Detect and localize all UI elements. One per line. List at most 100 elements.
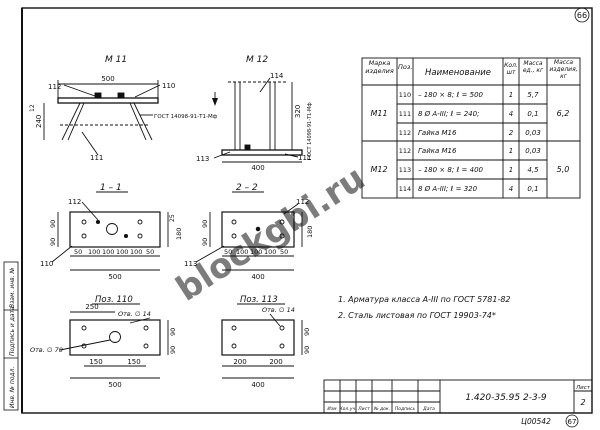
tb-header-kol: Кол.уч.	[339, 406, 356, 412]
tb-header-izm: Изм	[327, 406, 337, 412]
margin-label-1: Инв. № подл.	[9, 367, 16, 408]
spec-header-mass-fo: Масса ед., кг	[523, 60, 543, 74]
sec11-dim-h-1: 50	[74, 248, 82, 256]
spec-row-mass: 4,5	[527, 166, 539, 174]
tb-header-list: Лист	[357, 406, 370, 412]
notes: 1. Арматура класса А-III по ГОСТ 5781-82…	[338, 295, 511, 320]
tb-header-sign: Подпись	[395, 406, 416, 412]
sec11-dim-left-2: 90	[49, 238, 57, 246]
spec-row-pos: 111	[399, 110, 411, 118]
pos110-title: Поз. 110	[95, 295, 133, 305]
m11-dim-width: 500	[101, 75, 114, 83]
pos110-note-hole-70: Отв. ∅ 70	[30, 346, 63, 354]
spec-table	[361, 57, 581, 199]
view-m11-title: М 11	[105, 55, 127, 65]
sec11-callout-110: 110	[40, 260, 53, 268]
m12-callout-111: 111	[298, 154, 311, 162]
pos113-dim-bottom-2: 200	[269, 358, 282, 366]
pos113-dim-right-2: 90	[303, 346, 311, 354]
pos110-dim-total: 500	[108, 381, 121, 389]
spec-row-name: – 180 × 8; ℓ = 400	[418, 166, 484, 174]
pos110-dim-bottom-1: 150	[89, 358, 102, 366]
sec11-dim-right-2: 180	[175, 228, 183, 240]
section-1-1-title: 1 – 1	[100, 183, 122, 193]
spec-header-name: Наименование	[425, 68, 491, 78]
m11-callout-110: 110	[162, 82, 175, 90]
note-2: 2. Сталь листовая по ГОСТ 19903-74*	[338, 311, 496, 320]
tb-header-date: Дата	[422, 406, 435, 412]
m11-callout-111: 111	[90, 154, 103, 162]
spec-row-mass: 0,1	[527, 110, 538, 118]
spec-header-qty-fo: Кол. шт	[504, 62, 518, 76]
sec11-dim-h-3: 100	[102, 248, 114, 256]
sec22-callout-113: 113	[184, 260, 197, 268]
margin-label-3: Взам. инв. №	[9, 267, 16, 308]
view-m11: М 11 500 240 12 112 110 111 ГОСТ 14098-9…	[29, 55, 218, 162]
spec-header-pos: Поз.	[398, 63, 412, 71]
sec22-dim-h-4: 100	[264, 248, 276, 256]
pos110-dim-right-2: 90	[169, 346, 177, 354]
pos110-dim-right-1: 90	[169, 328, 177, 336]
page-number-bottom: 67	[568, 418, 577, 426]
spec-row-name: – 180 × 8; ℓ = 500	[418, 91, 484, 99]
pos113-dim-total: 400	[251, 381, 264, 389]
sec22-dim-right: 180	[306, 226, 314, 238]
spec-header-pos-fo: Поз.	[398, 63, 412, 71]
sec11-dim-h-5: 100	[130, 248, 142, 256]
spec-row-pos: 113	[399, 166, 411, 174]
sec22-dim-h-2: 100	[236, 248, 248, 256]
spec-row-mass: 5,7	[527, 91, 539, 99]
sec22-dim-total: 400	[251, 273, 264, 281]
sec22-dim-h-1: 50	[224, 248, 232, 256]
pos113-dim-right-1: 90	[303, 328, 311, 336]
spec-mark-m12: М12	[370, 165, 387, 174]
spec-row-mass: 0,03	[525, 129, 541, 137]
spec-row-pos: 112	[399, 129, 411, 137]
sec22-dim-h-3: 100	[250, 248, 262, 256]
m12-dim-height: 320	[294, 105, 302, 118]
m11-callout-112: 112	[48, 83, 61, 91]
spec-row-qty: 1	[509, 147, 513, 155]
spec-row-mass: 0,03	[525, 147, 541, 155]
spec-total-m12: 5,0	[557, 165, 570, 174]
pos113-note-hole-14: Отв. ∅ 14	[262, 306, 295, 314]
sheet-number: 2	[580, 398, 585, 407]
margin-label-2: Подпись и дата	[9, 306, 16, 356]
m12-gost-note: ГОСТ 14098-91-Т1-Мф	[307, 102, 313, 160]
sec11-dim-h-2: 100	[88, 248, 100, 256]
page-number-circle	[574, 7, 590, 23]
spec-row-qty: 1	[509, 166, 513, 174]
note-1: 1. Арматура класса А-III по ГОСТ 5781-82	[338, 295, 511, 304]
m11-gost-note: ГОСТ 14098-91-Т1-Мф	[154, 114, 218, 120]
section-2-2-title: 2 – 2	[236, 183, 258, 193]
spec-header-total: Масса изделия, кг	[549, 59, 578, 80]
bottom-page-circle	[565, 414, 579, 428]
m12-callout-113: 113	[196, 155, 209, 163]
sheet-label: Лист	[575, 385, 591, 391]
spec-header-total-fo: Масса изделия, кг	[549, 59, 578, 80]
spec-row-mass: 0,1	[527, 185, 538, 193]
section-2-2: 2 – 2 90 90 180 50 100 100 100 50 400 11…	[184, 183, 314, 281]
spec-row-qty: 2	[509, 129, 514, 137]
m12-dim-width: 400	[251, 164, 264, 172]
spec-row-qty: 4	[509, 110, 513, 118]
pos110-dim-bottom-2: 150	[127, 358, 140, 366]
title-block-text: Изм Кол.уч. Лист № док. Подпись Дата 1.4…	[327, 385, 590, 412]
view-m12: М 12 320 ГОСТ 14098-91-Т1-Мф 400 114 113…	[196, 55, 313, 172]
spec-header-mark: Марка изделия	[365, 59, 394, 75]
pos110-note-hole-14: Отв. ∅ 14	[118, 310, 151, 318]
spec-row-name: Гайка М16	[418, 129, 457, 137]
spec-row-name: 8 Ø A-III; ℓ = 320	[418, 185, 478, 193]
part-pos-110: Поз. 110 250 90 90 150 150 500 Отв. ∅ 14…	[30, 295, 177, 389]
m11-dim-height: 240	[35, 115, 43, 128]
sec11-callout-112: 112	[68, 198, 81, 206]
tb-header-doc: № док.	[373, 406, 390, 412]
spec-row-pos: 114	[399, 185, 411, 193]
m12-callout-114: 114	[270, 72, 284, 80]
title-block	[323, 379, 593, 414]
archive-code: Ц00542	[521, 417, 551, 426]
spec-table-text: Марка изделия Поз. Наименование Кол. шт …	[365, 59, 578, 193]
spec-row-qty: 1	[509, 91, 513, 99]
section-1-1: 1 – 1 90 90 25 180 50 100 100 100 100 50…	[40, 183, 183, 281]
